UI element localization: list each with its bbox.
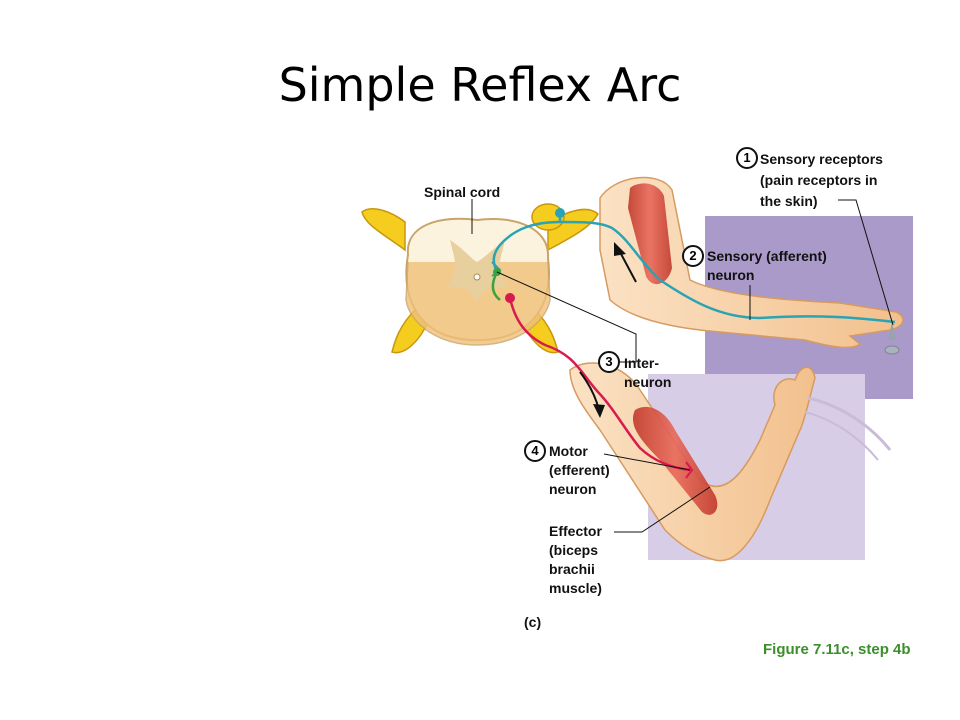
tack-icon <box>884 322 900 355</box>
upper-arm-muscle <box>628 183 672 285</box>
step-3-label: Inter- neuron <box>624 355 672 390</box>
step-4-label: Motor (efferent) neuron <box>549 443 610 497</box>
sensory-direction-arrow <box>614 242 637 283</box>
leader-lines <box>471 199 894 533</box>
figure-caption: Figure 7.11c, step 4b <box>763 641 911 658</box>
panel-letter: (c) <box>524 614 542 630</box>
slide-title: Simple Reflex Arc <box>278 58 682 112</box>
step-2-badge: 2 <box>682 245 704 267</box>
upper-arm <box>599 176 904 349</box>
spinal-cord-label: Spinal cord <box>424 184 501 200</box>
motor-direction-arrow <box>579 371 605 418</box>
spinal-cord <box>405 217 551 346</box>
motor-neuron <box>508 297 691 472</box>
sensory-neuron <box>492 220 896 324</box>
step-1-badge: 1 <box>736 147 758 169</box>
step-1-label: Sensory receptors (pain receptors in the… <box>760 151 883 209</box>
step-3-badge: 3 <box>598 351 620 373</box>
step-4-badge: 4 <box>524 440 546 462</box>
sensory-cell-body <box>555 208 565 218</box>
lower-arm <box>569 362 816 562</box>
step-2-label: Sensory (afferent) neuron <box>707 248 827 283</box>
biceps-muscle <box>632 406 718 515</box>
effector-label: Effector (biceps brachii muscle) <box>549 523 602 596</box>
